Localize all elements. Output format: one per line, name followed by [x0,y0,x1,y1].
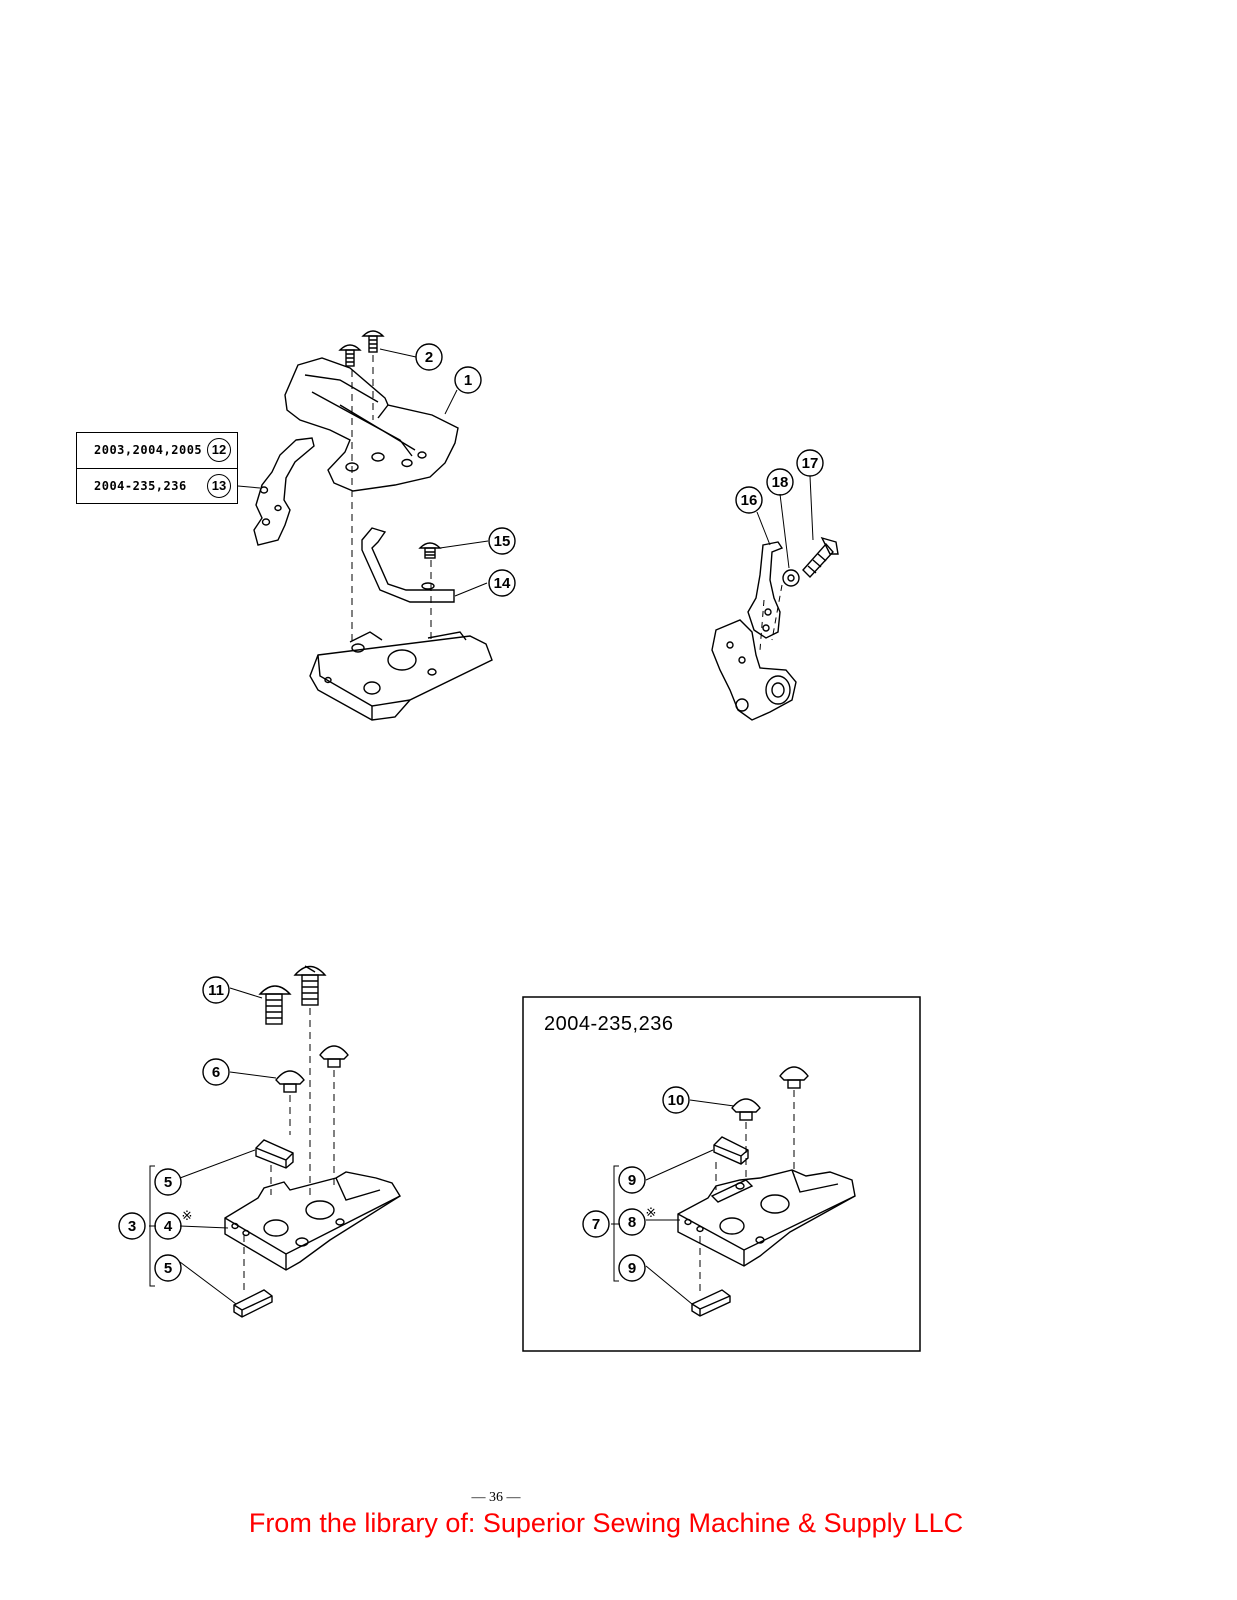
washer-part-18 [782,569,800,587]
library-footer: From the library of: Superior Sewing Mac… [248,1508,964,1538]
callout-18: 18 [772,474,789,491]
leader-lines-bottom-left [149,987,277,1305]
cap-part-6 [275,1070,305,1093]
cap-upper [319,1045,349,1068]
leader-lines-top-left [237,348,489,597]
callout-10: 10 [668,1092,685,1109]
callout-3: 3 [128,1218,136,1235]
guide-part-14 [361,527,455,603]
leader-lines-variant [611,1099,735,1305]
callout-7: 7 [592,1216,600,1233]
callout-6: 6 [212,1064,220,1081]
assembly-lines-bottom-left [243,1008,335,1295]
screw-part-11 [258,985,292,1025]
model-row: 2004-235,236 13 [77,469,237,504]
model-numbers: 2003,2004,2005 [94,443,203,457]
screw-part-15 [418,542,442,559]
looper-lever-part-16 [747,541,784,639]
callout-16: 16 [741,492,758,509]
bar-part-5-lower [233,1289,273,1318]
variant-box-frame [522,996,921,1352]
callout-11: 11 [208,982,224,999]
assembly-lines-variant [699,1090,795,1295]
callout-1: 1 [464,372,472,389]
model-part-number: 12 [207,438,231,462]
callout-9-lower: 9 [628,1260,636,1277]
callout-9-upper: 9 [628,1172,636,1189]
callout-5-upper: 5 [164,1174,172,1191]
bar-part-9-upper [713,1136,749,1165]
assembly-lines-top-right [759,584,783,651]
cap-upper-variant [779,1066,809,1089]
bracket-part-12-13 [253,437,315,546]
callout-14: 14 [494,575,511,592]
bar-part-9-lower [691,1289,731,1317]
needle-plate-part-8 [677,1169,856,1267]
assembly-lines-top-left [351,355,432,642]
callout-bubbles [118,343,824,1282]
looper-holder-body [711,619,797,721]
model-numbers: 2004-235,236 [94,479,187,493]
throat-plate-part-1 [284,357,459,492]
callout-8: 8 [628,1214,636,1231]
screw-part-17 [802,536,839,579]
callout-17: 17 [802,455,819,472]
model-applicability-table: 2003,2004,2005 12 2004-235,236 13 [76,432,238,504]
callout-5-lower: 5 [164,1260,172,1277]
needle-plate-part-4 [224,1171,401,1271]
callout-15: 15 [494,533,511,550]
reference-mark-left: ※ [182,1208,193,1223]
screw-pair-part-2 [338,330,385,367]
bar-part-5-upper [255,1139,294,1169]
callout-2: 2 [425,349,433,366]
variant-box-title: 2004-235,236 [544,1013,674,1035]
cap-part-10 [731,1098,761,1121]
callout-numbers: 2 1 15 14 16 18 17 11 6 5 3 4 5 10 9 7 8… [128,349,819,1277]
screw-tall [293,965,327,1006]
reference-mark-right: ※ [646,1205,657,1220]
needle-plate-base [309,631,493,721]
callout-4: 4 [164,1218,173,1235]
model-part-number: 13 [207,474,231,498]
leader-lines-top-right [756,475,814,569]
model-row: 2003,2004,2005 12 [77,433,237,469]
page-number: — 36 — [471,1490,521,1505]
